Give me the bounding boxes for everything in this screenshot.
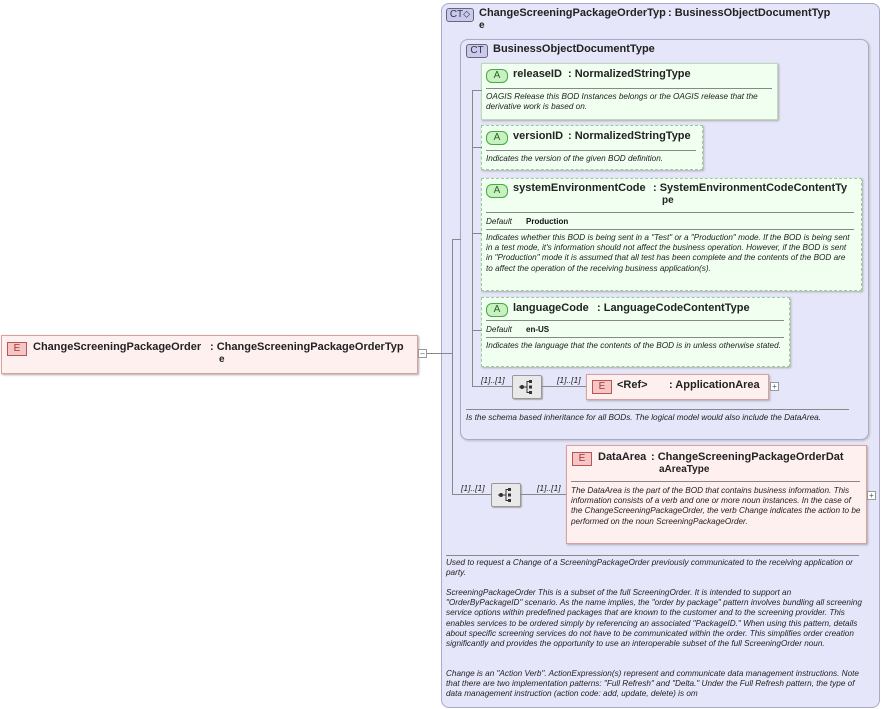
base-type-icon: CT [466,44,488,58]
root-element-type: : ChangeScreeningPackageOrderTyp [210,341,404,353]
element-doc: The DataArea is the part of the BOD that… [571,486,861,526]
default-value: Production [526,217,569,226]
element-multiplicity: [1]..[1] [557,375,581,385]
attribute-type-cont: pe [662,195,674,206]
attribute-doc: Indicates the version of the given BOD d… [486,154,664,163]
attribute-type: : SystemEnvironmentCodeContentTy [653,182,848,194]
element-type: : ChangeScreeningPackageOrderDat [651,451,844,463]
attribute-versionid[interactable] [481,125,703,170]
attribute-doc: Indicates the language that the contents… [486,341,781,350]
sequence-multiplicity: [1]..[1] [461,483,485,493]
complex-type-icon: CT⬦ [446,8,474,22]
element-type-cont: aAreaType [659,464,710,475]
element-icon: E [572,452,592,466]
attribute-type: : NormalizedStringType [568,130,691,142]
attribute-languagecode[interactable] [481,297,790,367]
attribute-icon: A [486,131,508,145]
complex-type-doc-2: ScreeningPackageOrder This is a subset o… [446,588,862,649]
attribute-doc: OAGIS Release this BOD Instances belongs… [486,92,758,112]
complex-type-base-cont: e [479,20,485,31]
expand-applicationarea-icon[interactable]: + [770,382,779,391]
attribute-name: versionID [513,130,564,142]
root-element[interactable] [1,335,418,374]
default-label: Default [486,217,512,226]
complex-type-doc-1: Used to request a Change of a ScreeningP… [446,558,853,578]
element-type: : ApplicationArea [669,379,760,391]
sequence-compositor-icon[interactable] [491,483,521,507]
base-type-name: BusinessObjectDocumentType [493,43,655,55]
attribute-icon: A [486,69,508,83]
attribute-name: releaseID [513,68,562,80]
attribute-type: : LanguageCodeContentType [597,302,750,314]
attribute-name: languageCode [513,302,589,314]
attribute-name: systemEnvironmentCode [513,182,646,194]
default-label: Default [486,325,512,334]
element-multiplicity: [1]..[1] [537,483,561,493]
complex-type-name: ChangeScreeningPackageOrderTyp [479,7,666,19]
collapse-root-icon[interactable]: – [418,349,427,358]
attribute-icon: A [486,184,508,198]
expand-dataarea-icon[interactable]: + [867,491,876,500]
element-icon: E [7,342,27,356]
attribute-type: : NormalizedStringType [568,68,691,80]
root-element-type-cont: e [219,354,225,365]
attribute-systemenvironmentcode[interactable] [481,178,862,291]
default-value: en-US [526,325,550,334]
root-element-name: ChangeScreeningPackageOrder [33,341,202,353]
element-name: DataArea [598,451,647,463]
complex-type-doc-3: Change is an "Action Verb". ActionExpres… [446,669,859,699]
element-applicationarea[interactable] [586,374,769,400]
element-dataarea[interactable] [566,445,867,544]
sequence-multiplicity: [1]..[1] [481,375,505,385]
attribute-bracket [472,90,473,386]
base-type-doc: Is the schema based inheritance for all … [466,413,821,422]
attribute-icon: A [486,303,508,317]
complex-type-base: : BusinessObjectDocumentTyp [668,7,831,19]
attribute-doc: Indicates whether this BOD is being sent… [486,233,850,273]
element-icon: E [592,380,612,394]
sequence-compositor-icon[interactable] [512,375,542,399]
element-ref: <Ref> [617,379,648,391]
attribute-releaseid[interactable] [481,63,778,120]
